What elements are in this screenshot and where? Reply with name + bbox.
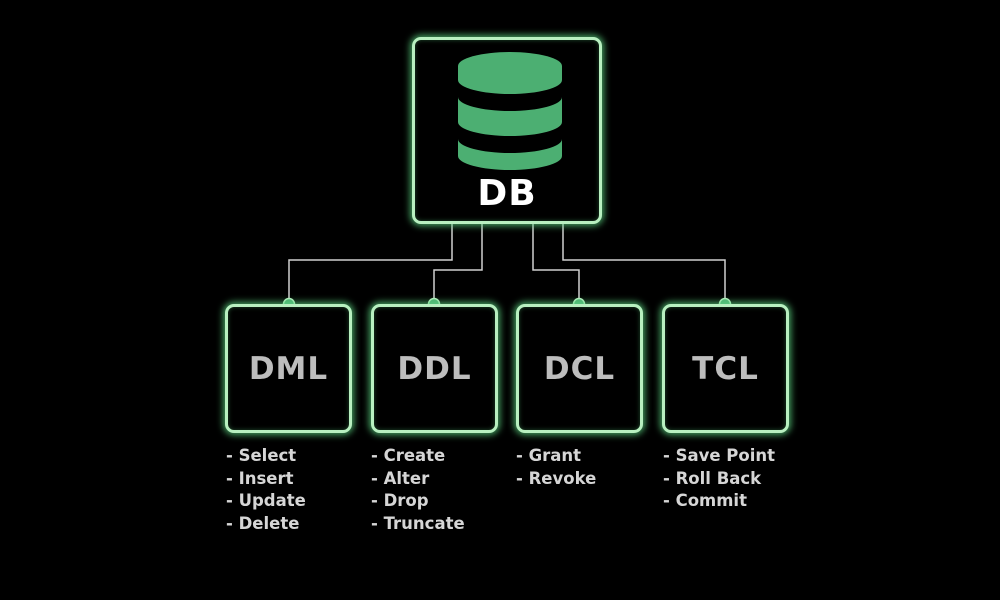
- connector-db-dml: [288, 224, 453, 304]
- command-list-dcl: - Grant - Revoke: [516, 445, 596, 490]
- command-item: - Update: [226, 491, 306, 510]
- command-item: - Alter: [371, 468, 430, 488]
- category-label-tcl: TCL: [692, 351, 759, 387]
- command-item: - Truncate: [371, 513, 465, 533]
- command-item: - Roll Back: [663, 468, 762, 488]
- command-item: - Delete: [226, 513, 300, 533]
- command-item: - Revoke: [516, 468, 597, 488]
- connector-db-ddl: [433, 224, 483, 304]
- command-item: - Create: [371, 446, 446, 465]
- connector-db-dcl: [532, 224, 580, 304]
- db-node: DB: [412, 37, 602, 224]
- command-item: - Commit: [663, 491, 747, 510]
- connector-db-tcl: [562, 224, 726, 304]
- command-list-ddl: - Create - Alter - Drop - Truncate: [371, 445, 465, 535]
- command-item: - Save Point: [663, 446, 776, 465]
- category-box-tcl: TCL: [662, 304, 789, 433]
- command-list-tcl: - Save Point - Roll Back - Commit: [663, 445, 775, 513]
- category-label-dml: DML: [248, 351, 329, 387]
- category-box-ddl: DDL: [371, 304, 498, 433]
- category-box-dml: DML: [225, 304, 352, 433]
- command-list-dml: - Select - Insert - Update - Delete: [226, 445, 306, 535]
- database-icon: [458, 52, 562, 170]
- category-label-dcl: DCL: [543, 351, 616, 387]
- category-box-dcl: DCL: [516, 304, 643, 433]
- command-item: - Insert: [226, 468, 294, 488]
- command-item: - Select: [226, 446, 297, 465]
- command-item: - Drop: [371, 491, 429, 510]
- category-label-ddl: DDL: [397, 351, 472, 387]
- db-label: DB: [477, 173, 537, 214]
- command-item: - Grant: [516, 446, 582, 465]
